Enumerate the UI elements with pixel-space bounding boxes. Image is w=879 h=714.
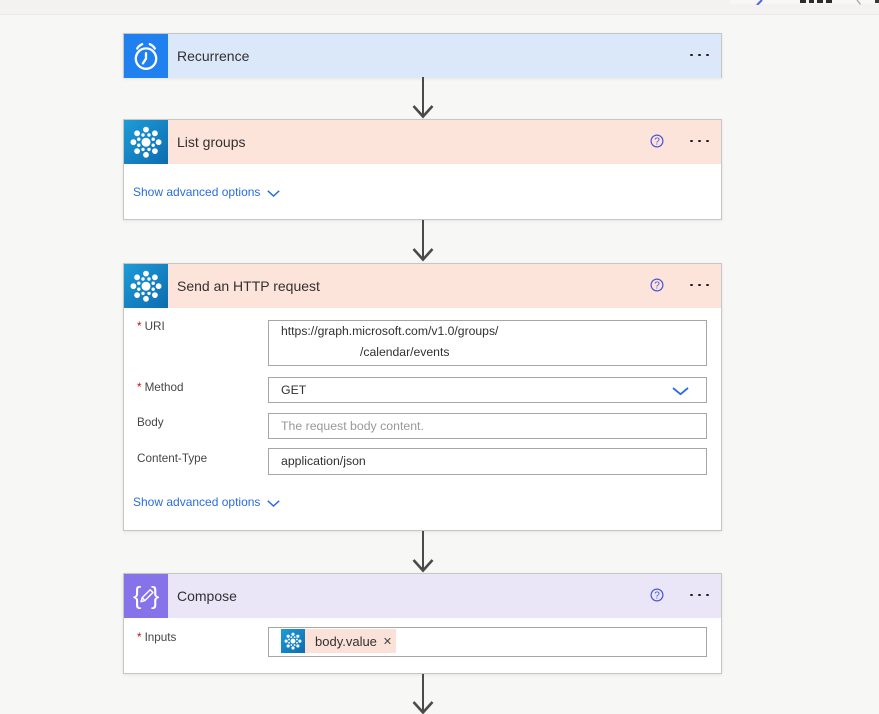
svg-text:{: { <box>133 582 141 610</box>
svg-text:?: ? <box>654 280 660 291</box>
svg-text:?: ? <box>654 136 660 147</box>
svg-text:?: ? <box>654 590 660 601</box>
svg-text:}: } <box>151 582 159 610</box>
